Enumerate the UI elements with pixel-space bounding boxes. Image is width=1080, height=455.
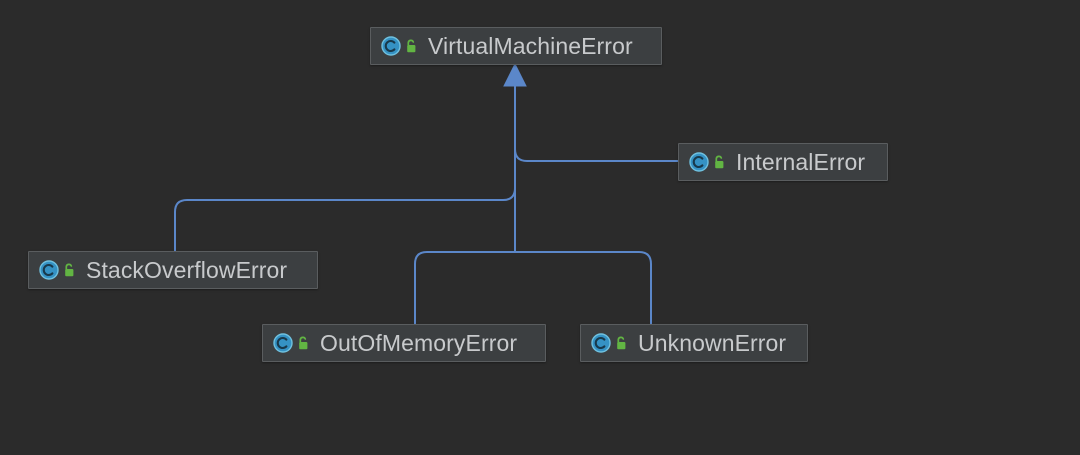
class-icon [273,333,293,353]
class-node-unknown-error[interactable]: UnknownError [580,324,808,362]
edge-stack-overflow-error [174,187,516,251]
unlocked-padlock-icon [715,155,724,169]
node-icon-group [273,333,310,353]
class-node-internal-error[interactable]: InternalError [678,143,888,181]
edge-internal-error [514,148,678,162]
class-node-label: VirtualMachineError [428,32,633,59]
unlocked-padlock-icon [65,263,74,277]
class-icon [689,152,709,172]
class-node-virtual-machine-error[interactable]: VirtualMachineError [370,27,662,65]
unlocked-padlock-icon [299,336,308,350]
class-node-out-of-memory-error[interactable]: OutOfMemoryError [262,324,546,362]
class-icon [381,36,401,56]
unlocked-padlock-icon [407,39,416,53]
node-icon-group [39,260,76,280]
class-node-label: UnknownError [638,329,787,356]
node-icon-group [591,333,628,353]
unlocked-padlock-icon [617,336,626,350]
class-node-label: OutOfMemoryError [320,329,518,356]
node-icon-group [381,36,418,56]
edge-unknown-error [515,251,652,324]
class-icon [39,260,59,280]
edge-out-of-memory-error [414,251,515,324]
generalization-arrowhead [503,62,527,87]
class-node-stack-overflow-error[interactable]: StackOverflowError [28,251,318,289]
class-icon [591,333,611,353]
node-icon-group [689,152,726,172]
class-node-label: InternalError [736,148,866,175]
class-node-label: StackOverflowError [86,256,288,283]
